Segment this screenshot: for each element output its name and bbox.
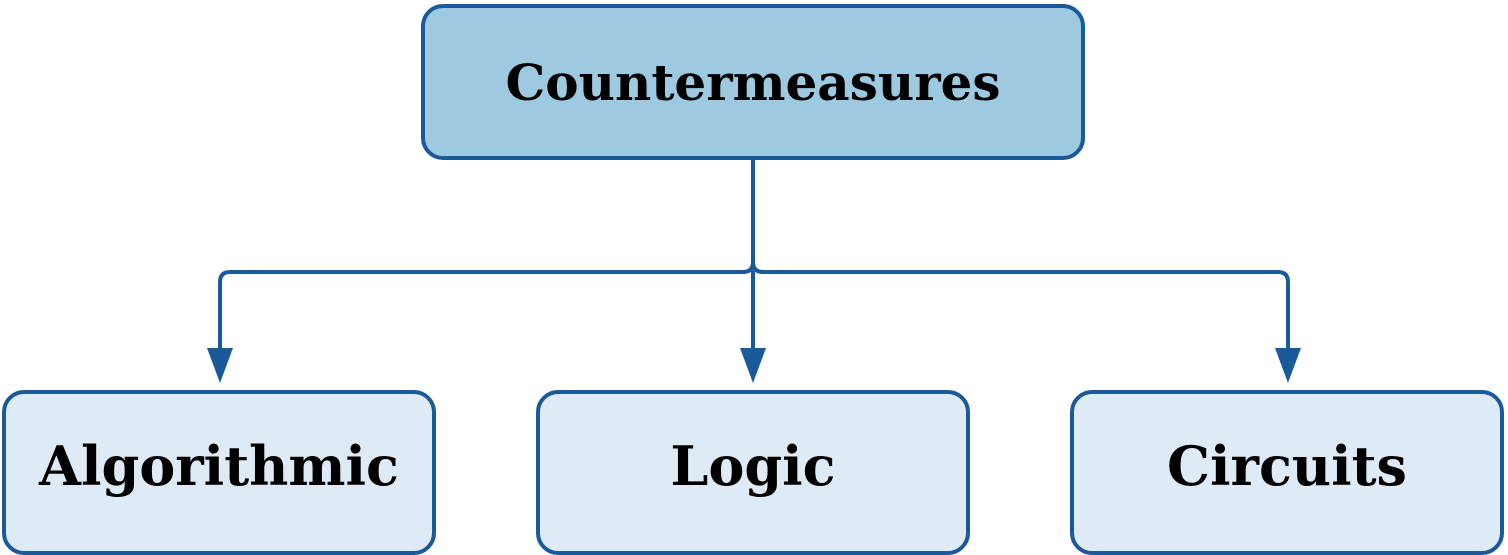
child-node-label: Algorithmic xyxy=(39,433,399,498)
child-node-logic: Logic xyxy=(536,390,970,555)
arrowhead-right xyxy=(1275,348,1301,383)
child-node-label: Logic xyxy=(670,433,836,498)
connector-left xyxy=(218,270,743,350)
root-node: Countermeasures xyxy=(421,4,1085,160)
connector-right xyxy=(751,261,1290,350)
root-node-label: Countermeasures xyxy=(505,52,1001,112)
trunk-connector xyxy=(742,160,755,274)
child-node-label: Circuits xyxy=(1167,433,1407,498)
arrowhead-left xyxy=(207,348,233,383)
arrowhead-middle xyxy=(740,348,766,383)
child-node-algorithmic: Algorithmic xyxy=(2,390,436,555)
child-node-circuits: Circuits xyxy=(1070,390,1504,555)
